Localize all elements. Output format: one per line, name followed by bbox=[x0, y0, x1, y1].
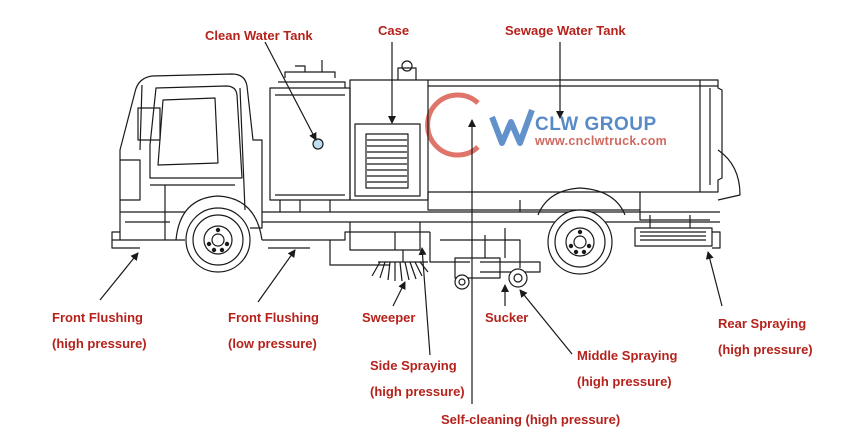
arrow-front-flushing-low bbox=[257, 249, 296, 303]
label-front-flushing-low: Front Flushing bbox=[228, 310, 319, 325]
arrow-clean-water-tank bbox=[264, 41, 317, 141]
label-middle-spraying: Middle Spraying bbox=[577, 348, 678, 363]
label-front-flushing-low-sub: (low pressure) bbox=[228, 336, 317, 351]
watermark-brand: CLW GROUP bbox=[535, 114, 657, 135]
label-case: Case bbox=[378, 23, 410, 38]
arrow-sweeper bbox=[392, 281, 406, 307]
watermark-logo bbox=[425, 92, 535, 158]
label-clean-water-tank: Clean Water Tank bbox=[205, 28, 313, 43]
label-rear-spraying: Rear Spraying bbox=[718, 316, 807, 331]
chassis-frame bbox=[262, 200, 720, 266]
arrow-rear-spraying bbox=[705, 251, 723, 307]
label-sewage-water-tank: Sewage Water Tank bbox=[505, 23, 626, 38]
label-sweeper: Sweeper bbox=[362, 310, 416, 325]
arrow-front-flushing-high bbox=[99, 252, 139, 301]
leader-lines bbox=[99, 41, 723, 404]
case-box bbox=[349, 60, 429, 201]
clean-water-tank bbox=[269, 60, 351, 201]
label-self-cleaning: Self-cleaning (high pressure) bbox=[441, 412, 621, 427]
watermark-url: www.cnclwtruck.com bbox=[535, 134, 668, 148]
label-front-flushing-high-sub: (high pressure) bbox=[52, 336, 147, 351]
label-rear-spraying-sub: (high pressure) bbox=[718, 342, 813, 357]
arrow-side-spraying bbox=[418, 247, 431, 356]
arrow-middle-spraying bbox=[519, 289, 573, 355]
cab bbox=[111, 73, 263, 249]
sewage-water-tank bbox=[427, 79, 741, 221]
front-wheel bbox=[175, 195, 263, 273]
label-side-spraying: Side Spraying bbox=[370, 358, 457, 373]
label-middle-spraying-sub: (high pressure) bbox=[577, 374, 672, 389]
rear-spray-bar bbox=[634, 215, 721, 249]
label-sucker: Sucker bbox=[485, 310, 529, 325]
rear-wheel bbox=[537, 187, 626, 275]
label-side-spraying-sub: (high pressure) bbox=[370, 384, 465, 399]
label-front-flushing-high: Front Flushing bbox=[52, 310, 143, 325]
suction-machinery bbox=[349, 222, 541, 290]
